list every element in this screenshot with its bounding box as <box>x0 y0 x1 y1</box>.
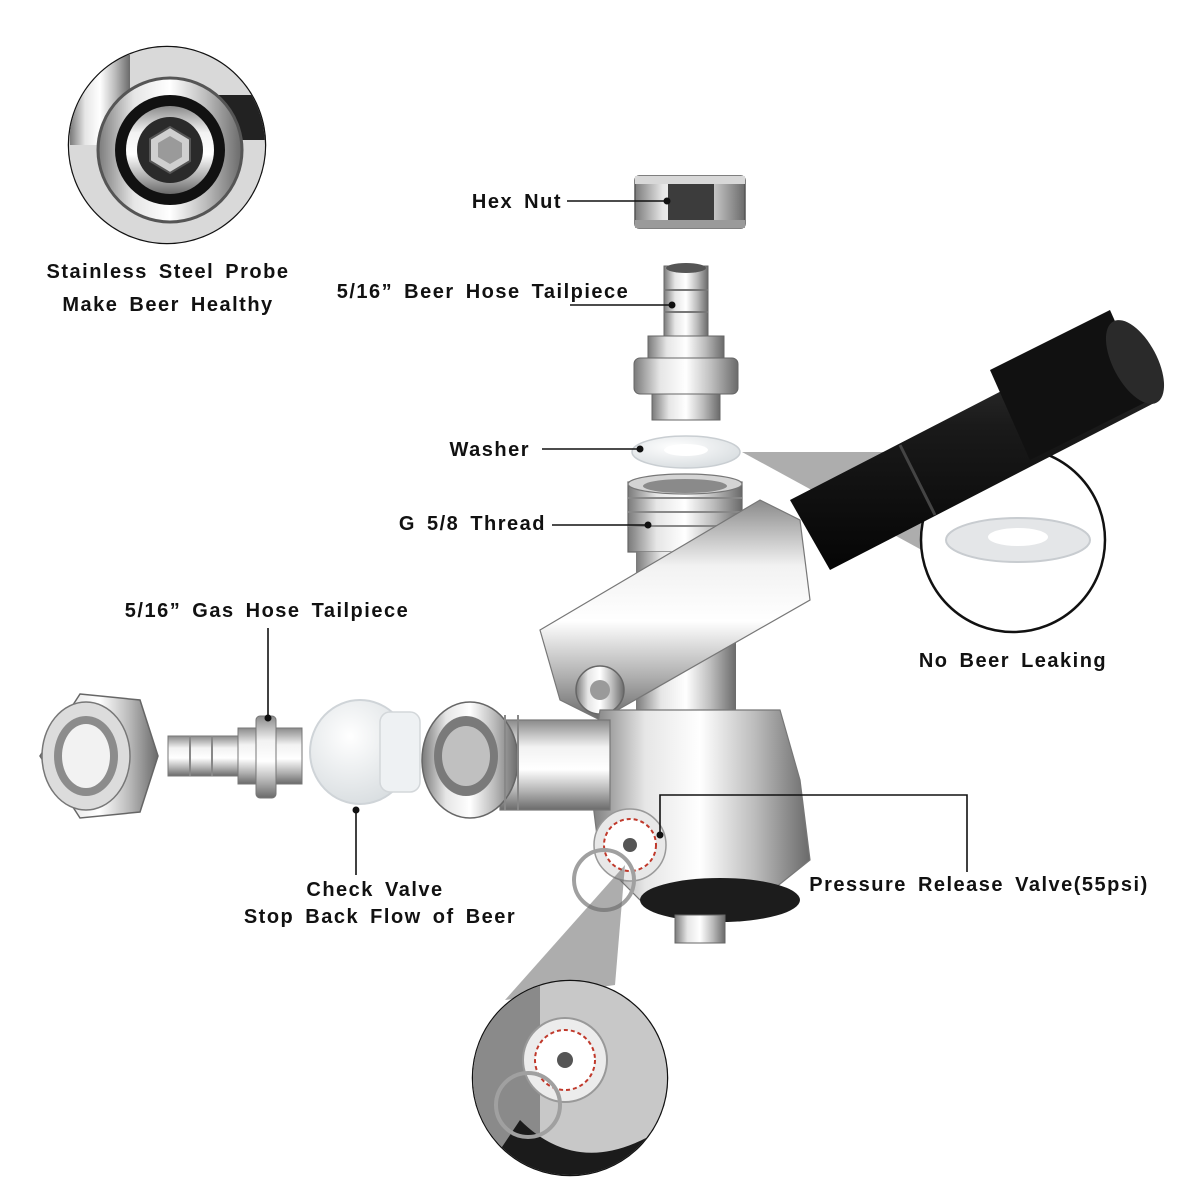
pressure-release-valve-part <box>572 808 667 912</box>
probe-zoom-circle <box>67 45 267 245</box>
check-valve-label-line2: Stop Back Flow of Beer <box>244 906 516 928</box>
gas-hex-nut-part <box>39 693 159 819</box>
hex-nut-label: Hex Nut <box>472 191 562 213</box>
hex-nut-part <box>634 175 746 229</box>
probe-caption-line1: Stainless Steel Probe <box>47 261 290 283</box>
gas-tailpiece-part <box>167 715 303 799</box>
valve-zoom-connector <box>505 865 625 1000</box>
valve-zoom-circle <box>471 979 669 1177</box>
check-valve-part <box>309 699 421 805</box>
beer-tailpiece-label: 5/16” Beer Hose Tailpiece <box>337 281 630 303</box>
pressure-valve-label: Pressure Release Valve(55psi) <box>809 874 1148 896</box>
leader-lines <box>264 197 968 875</box>
coupler-handle <box>790 310 1165 570</box>
thread-label: G 5/8 Thread <box>399 513 546 535</box>
check-valve-label-line1: Check Valve <box>306 879 443 901</box>
pressure-valve-leader <box>659 794 968 872</box>
gas-tailpiece-label: 5/16” Gas Hose Tailpiece <box>125 600 409 622</box>
washer-label: Washer <box>449 439 530 461</box>
beer-tailpiece-part <box>633 263 739 421</box>
probe-caption-line2: Make Beer Healthy <box>62 294 273 316</box>
washer-part <box>631 435 741 469</box>
no-leak-label: No Beer Leaking <box>919 650 1107 672</box>
